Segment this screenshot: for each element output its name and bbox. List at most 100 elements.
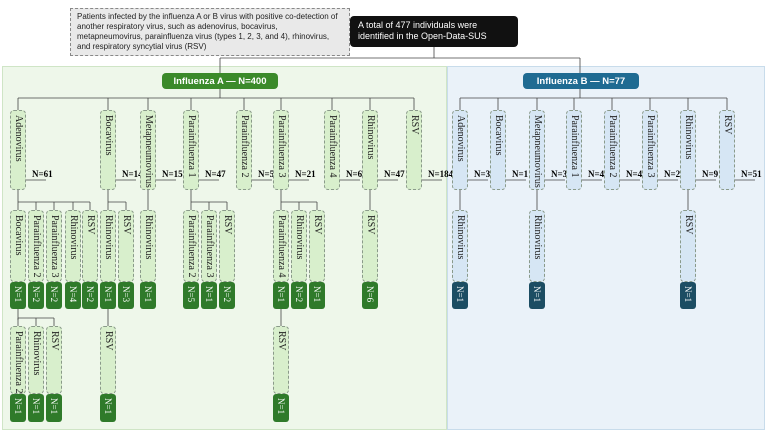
virus-name: Rhinovirus — [31, 331, 42, 376]
virus-name: Metapneumovirus — [532, 115, 543, 188]
count-label: N=1 — [512, 169, 529, 179]
count-text: N=3 — [121, 286, 131, 303]
influenza-a-codetection-node: Rhinovirus — [140, 210, 156, 282]
count-label: N=47 — [205, 169, 226, 179]
count-box: N=1 — [201, 282, 217, 309]
count-text: N=6 — [365, 286, 375, 303]
influenza-b-virus-node: Parainfluenza 3 — [642, 110, 658, 190]
count-text: N=1 — [532, 286, 542, 303]
influenza-a-codetection-node: Parainfluenza 3 — [201, 210, 217, 282]
virus-name: Parainfluenza 1 — [186, 115, 197, 178]
count-text: N=2 — [294, 286, 304, 303]
virus-name: Parainfluenza 1 — [569, 115, 580, 178]
count-text: N=2 — [85, 286, 95, 303]
count-label: N=51 — [741, 169, 762, 179]
influenza-a-virus-node: Rhinovirus — [362, 110, 378, 190]
count-text: N=1 — [49, 398, 59, 415]
count-text: N=1 — [276, 398, 286, 415]
influenza-a-virus-node: Parainfluenza 1 — [183, 110, 199, 190]
virus-name: RSV — [409, 115, 420, 135]
count-text: N=2 — [49, 286, 59, 303]
count-box: N=1 — [46, 394, 62, 422]
count-text: N=1 — [204, 286, 214, 303]
virus-name: Rhinovirus — [103, 215, 114, 260]
count-box: N=2 — [82, 282, 98, 309]
count-text: N=5 — [186, 286, 196, 303]
influenza-a-codetection-node: Parainfluenza 2 — [183, 210, 199, 282]
count-text: N=1 — [31, 398, 41, 415]
influenza-a-codetection-node: Rhinovirus — [100, 210, 116, 282]
influenza-a-virus-node: RSV — [406, 110, 422, 190]
count-text: N=4 — [68, 286, 78, 303]
influenza-a-codetection-node: RSV — [362, 210, 378, 282]
count-box: N=3 — [118, 282, 134, 309]
influenza-a-virus-node: Parainfluenza 2 — [236, 110, 252, 190]
count-box: N=1 — [452, 282, 468, 309]
virus-name: Adenovirus — [13, 115, 24, 162]
count-label: N=2 — [664, 169, 681, 179]
virus-name: Adenovirus — [455, 115, 466, 162]
count-label: N=6 — [346, 169, 363, 179]
count-label: N=5 — [258, 169, 275, 179]
count-box: N=1 — [309, 282, 325, 309]
virus-name: RSV — [276, 331, 287, 351]
virus-name: Bocavirus — [493, 115, 504, 156]
influenza-b-virus-node: Rhinovirus — [680, 110, 696, 190]
count-label: N=9 — [702, 169, 719, 179]
count-text: N=1 — [455, 286, 465, 303]
influenza-b-codetection-node: RSV — [680, 210, 696, 282]
count-box: N=1 — [273, 282, 289, 309]
virus-name: RSV — [103, 331, 114, 351]
count-box: N=1 — [529, 282, 545, 309]
count-text: N=2 — [222, 286, 232, 303]
virus-name: Parainfluenza 2 — [186, 215, 197, 278]
count-box: N=1 — [28, 394, 44, 422]
virus-name: Rhinovirus — [68, 215, 79, 260]
influenza-b-virus-node: Parainfluenza 1 — [566, 110, 582, 190]
count-text: N=1 — [13, 398, 23, 415]
influenza-a-codetection-node: RSV — [273, 326, 289, 394]
influenza-a-virus-node: Parainfluenza 3 — [273, 110, 289, 190]
count-box: N=2 — [219, 282, 235, 309]
virus-name: RSV — [121, 215, 132, 235]
virus-name: Parainfluenza 2 — [239, 115, 250, 178]
count-box: N=2 — [46, 282, 62, 309]
virus-name: Parainfluenza 2 — [607, 115, 618, 178]
count-text: N=2 — [31, 286, 41, 303]
count-label: N=21 — [295, 169, 316, 179]
virus-name: Rhinovirus — [455, 215, 466, 260]
influenza-b-virus-node: Bocavirus — [490, 110, 506, 190]
count-label: N=14 — [122, 169, 143, 179]
influenza-b-codetection-node: Rhinovirus — [452, 210, 468, 282]
virus-name: RSV — [722, 115, 733, 135]
count-label: N=4 — [588, 169, 605, 179]
count-label: N=4 — [626, 169, 643, 179]
count-text: N=1 — [312, 286, 322, 303]
influenza-a-codetection-node: RSV — [100, 326, 116, 394]
influenza-a-codetection-node: RSV — [309, 210, 325, 282]
virus-name: Bocavirus — [103, 115, 114, 156]
virus-name: Rhinovirus — [683, 115, 694, 160]
influenza-a-virus-node: Parainfluenza 4 — [324, 110, 340, 190]
influenza-b-codetection-node: Rhinovirus — [529, 210, 545, 282]
count-box: N=2 — [291, 282, 307, 309]
influenza-a-virus-node: Adenovirus — [10, 110, 26, 190]
influenza-a-codetection-node: RSV — [82, 210, 98, 282]
influenza-b-virus-node: RSV — [719, 110, 735, 190]
virus-name: Parainfluenza 4 — [327, 115, 338, 178]
count-box: N=5 — [183, 282, 199, 309]
count-box: N=1 — [10, 282, 26, 309]
influenza-a-codetection-node: Parainfluenza 4 — [273, 210, 289, 282]
influenza-b-header: Influenza B — N=77 — [523, 73, 639, 89]
virus-name: Parainfluenza 3 — [204, 215, 215, 278]
count-label: N=15 — [162, 169, 183, 179]
virus-name: Parainfluenza 3 — [276, 115, 287, 178]
count-text: N=1 — [683, 286, 693, 303]
count-box: N=1 — [273, 394, 289, 422]
description-note: Patients infected by the influenza A or … — [70, 8, 350, 56]
count-box: N=1 — [100, 394, 116, 422]
virus-name: Rhinovirus — [294, 215, 305, 260]
virus-name: RSV — [683, 215, 694, 235]
count-box: N=2 — [28, 282, 44, 309]
virus-name: RSV — [85, 215, 96, 235]
